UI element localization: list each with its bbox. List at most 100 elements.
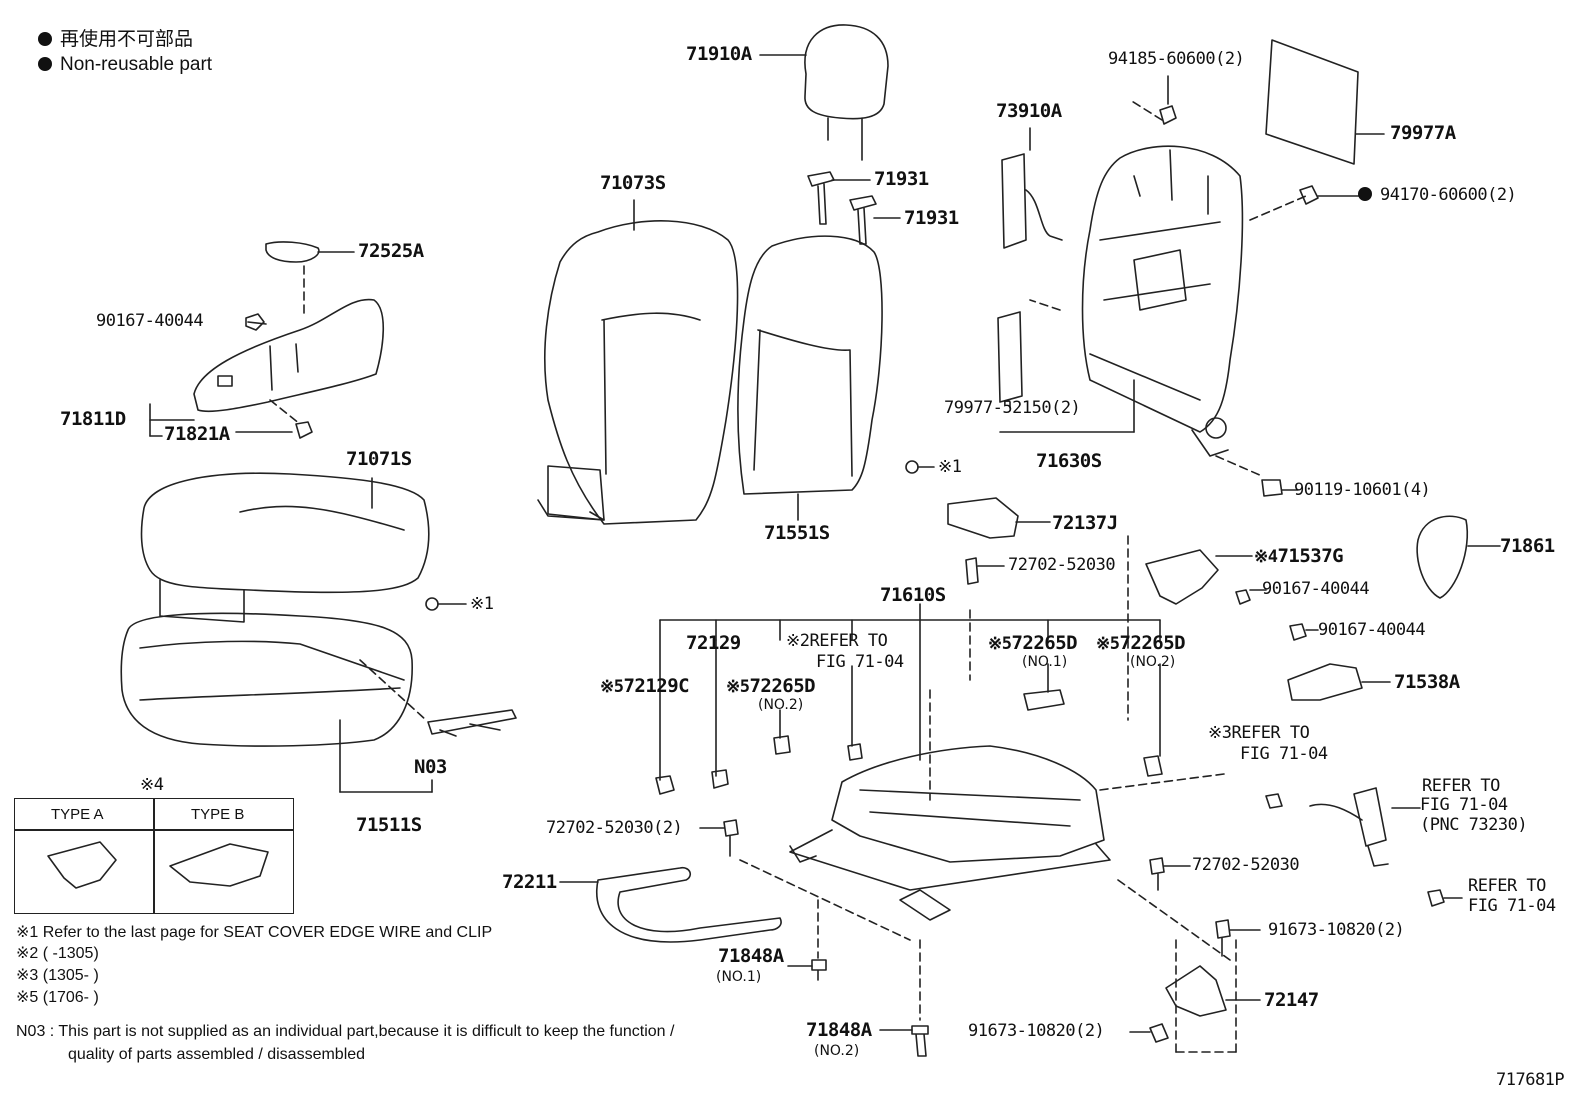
- legend-japanese: 再使用不可部品: [38, 30, 193, 49]
- label-72265d-b-sub: (NO.1): [1022, 654, 1068, 670]
- label-72129c: ※572129C: [600, 675, 690, 697]
- label-cover-72137: 72137J: [1052, 512, 1118, 534]
- label-foot-a-sub: (NO.1): [716, 969, 762, 985]
- label-foot-b: 71848A: [806, 1019, 872, 1041]
- label-72265d-b: ※572265D: [988, 632, 1078, 654]
- label-bracket-72147: 72147: [1264, 989, 1319, 1011]
- label-foot-b-sub: (NO.2): [814, 1043, 860, 1059]
- type-a-header: TYPE A: [51, 806, 104, 823]
- adjuster-shields: [1145, 549, 1391, 701]
- label-refer-c-2: FIG 71-04: [1420, 795, 1508, 815]
- label-pad-79977a: 79977A: [1390, 122, 1456, 144]
- label-refer-a-2: FIG 71-04: [816, 652, 904, 672]
- bolts-lower: [699, 819, 1191, 1057]
- note-2: ※2 ( -1305): [16, 945, 99, 962]
- label-shield-71537: ※471537G: [1254, 545, 1344, 567]
- label-seat-cover-assy: 71071S: [346, 448, 412, 470]
- bar-shape: [559, 866, 782, 943]
- label-refer-a-1: ※2REFER TO: [786, 631, 888, 651]
- legend-english: Non-reusable part: [38, 55, 212, 74]
- label-bar-72211: 72211: [502, 871, 557, 893]
- covers-right: [947, 497, 1501, 599]
- type-box-title: ※4: [140, 775, 164, 795]
- note-n03-line2: quality of parts assembled / disassemble…: [68, 1046, 366, 1063]
- type-b-icon: [169, 843, 269, 887]
- label-refer-d-1: REFER TO: [1468, 876, 1546, 896]
- seatback-cover-shape: [737, 235, 883, 521]
- type-box-header-line: [15, 829, 293, 831]
- label-refer-d-2: FIG 71-04: [1468, 896, 1556, 916]
- buckle-shape: [1309, 787, 1463, 907]
- type-box: TYPE A TYPE B: [14, 798, 294, 914]
- label-back-frame: 71630S: [1036, 450, 1102, 472]
- label-shield-71538: 71538A: [1394, 671, 1460, 693]
- label-support-a: 71931: [874, 168, 929, 190]
- bullet-icon: [38, 32, 52, 46]
- adjuster-body: [739, 535, 1231, 1021]
- back-frame-shape: [999, 99, 1307, 477]
- label-refer-b-2: FIG 71-04: [1240, 744, 1328, 764]
- label-bolt-72702-c: 72702-52030: [1192, 855, 1300, 875]
- label-n03: N03: [414, 756, 447, 778]
- small-fasteners: [1159, 75, 1361, 497]
- label-nut-94170: 94170-60600(2): [1358, 187, 1517, 204]
- label-back-cover: 71551S: [764, 522, 830, 544]
- label-shield: 71811D: [60, 408, 126, 430]
- n03-wire-shape: [359, 659, 517, 737]
- note-1: ※1 Refer to the last page for SEAT COVER…: [16, 924, 493, 941]
- bullet-icon: [38, 57, 52, 71]
- bracket-72147-shape: [1129, 919, 1261, 1053]
- support-shapes: [807, 171, 901, 245]
- label-ref-1a: ※1: [938, 457, 962, 477]
- adjuster-bracket: [659, 603, 1161, 781]
- label-nut-94185: 94185-60600(2): [1108, 49, 1245, 69]
- note-5: ※5 (1706- ): [16, 989, 99, 1006]
- label-refer-b-1: ※3REFER TO: [1208, 723, 1310, 743]
- label-back-cover-assy: 71073S: [600, 172, 666, 194]
- label-shield-inner: 71821A: [164, 423, 230, 445]
- pad-shapes: [997, 39, 1385, 409]
- label-headrest: 71910A: [686, 43, 752, 65]
- ref-markers: [425, 460, 935, 611]
- label-ref-1b: ※1: [470, 594, 494, 614]
- label-lumbar: 73910A: [996, 100, 1062, 122]
- type-box-divider: [153, 799, 155, 913]
- label-bolt-72702-b: 72702-52030(2): [546, 818, 683, 838]
- seat-cover-shape: [140, 472, 430, 623]
- seat-cushion-shape: [120, 612, 433, 793]
- note-n03-line1: N03 : This part is not supplied as an in…: [16, 1023, 675, 1040]
- headrest-shape: [759, 24, 889, 161]
- label-bolt-72702-a: 72702-52030: [1008, 555, 1116, 575]
- label-knob: 72525A: [358, 240, 424, 262]
- label-refer-c-1: REFER TO: [1422, 776, 1500, 796]
- label-screw-low: 90167-40044: [1318, 620, 1426, 640]
- label-cover-71861: 71861: [1500, 535, 1555, 557]
- label-72265d-c-sub: (NO.2): [1130, 654, 1176, 670]
- label-bolt-91673-b: 91673-10820(2): [968, 1021, 1105, 1041]
- knob-shape: [265, 241, 355, 317]
- adjuster-small-parts: [655, 557, 1283, 809]
- label-72265d-a: ※572265D: [726, 675, 816, 697]
- label-bolt-90119: 90119-10601(4): [1294, 480, 1431, 500]
- type-a-icon: [47, 841, 117, 889]
- label-screw-mid: 90167-40044: [1262, 579, 1370, 599]
- type-b-header: TYPE B: [191, 806, 245, 823]
- non-reusable-bullet-icon: [1358, 187, 1372, 201]
- label-foot-a: 71848A: [718, 945, 784, 967]
- note-3: ※3 (1305- ): [16, 967, 99, 984]
- label-pad-79977-52150: 79977-52150(2): [944, 398, 1081, 418]
- label-refer-c-3: (PNC 73230): [1420, 815, 1528, 835]
- figure-id: 717681P: [1496, 1070, 1565, 1090]
- label-screw-top: 90167-40044: [96, 311, 204, 331]
- label-72265d-a-sub: (NO.2): [758, 697, 804, 713]
- label-adjuster: 71610S: [880, 584, 946, 606]
- label-72265d-c: ※572265D: [1096, 632, 1186, 654]
- label-seat-cushion: 71511S: [356, 814, 422, 836]
- seatback-assy-shape: [537, 199, 739, 525]
- clips-small: [245, 313, 313, 439]
- label-bolt-91673-a: 91673-10820(2): [1268, 920, 1405, 940]
- label-72129: 72129: [686, 632, 741, 654]
- lumbar-shape: [1001, 127, 1063, 249]
